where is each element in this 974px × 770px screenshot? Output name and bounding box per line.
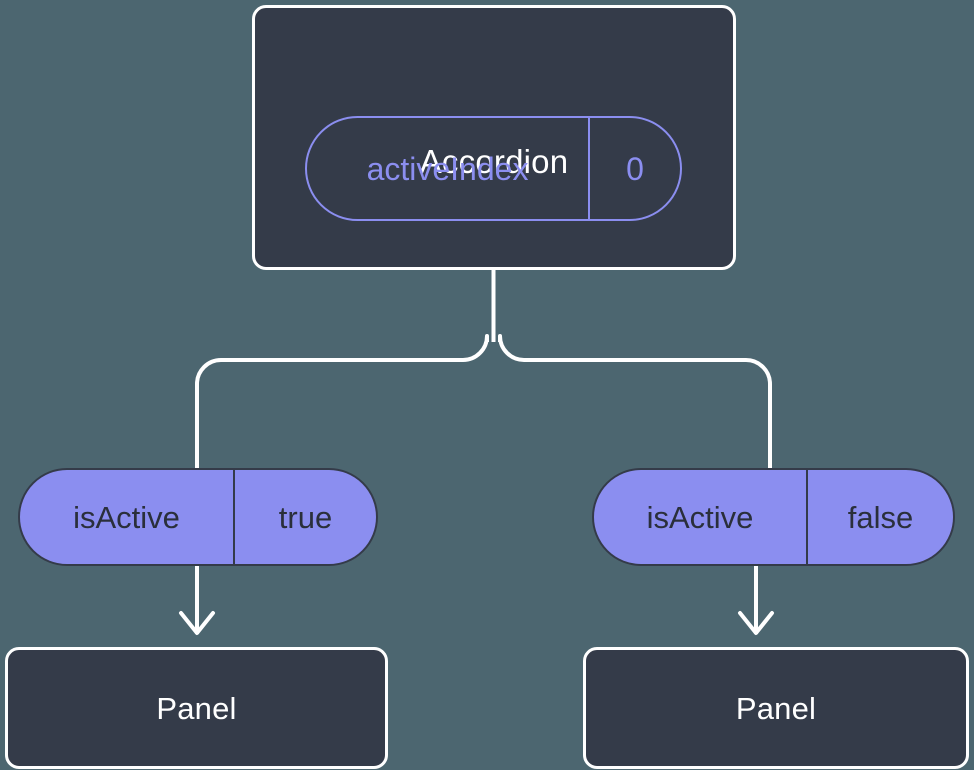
state-pill-active-index[interactable]: activeIndex 0 — [305, 116, 682, 221]
node-accordion-label: Accordion — [419, 143, 569, 180]
prop-pill-is-active-false[interactable]: isActive false — [592, 468, 955, 566]
prop-pill-right-value: false — [847, 499, 914, 535]
prop-pill-left-key: isActive — [20, 470, 235, 564]
node-panel-left[interactable]: Panel — [5, 647, 388, 769]
node-panel-right[interactable]: Panel — [583, 647, 969, 769]
state-pill-active-index-key: activeIndex — [307, 118, 590, 219]
node-panel-left-label: Panel — [156, 690, 237, 726]
node-panel-right-label: Panel — [735, 690, 817, 726]
prop-pill-left-value: true — [278, 499, 333, 535]
arrow-head-right — [738, 611, 774, 635]
prop-pill-right-key: isActive — [594, 470, 808, 564]
prop-pill-is-active-true[interactable]: isActive true — [18, 468, 378, 566]
arrow-head-left — [179, 611, 215, 635]
node-accordion[interactable]: Accordion — [252, 5, 736, 270]
state-pill-active-index-value: 0 — [626, 150, 644, 187]
